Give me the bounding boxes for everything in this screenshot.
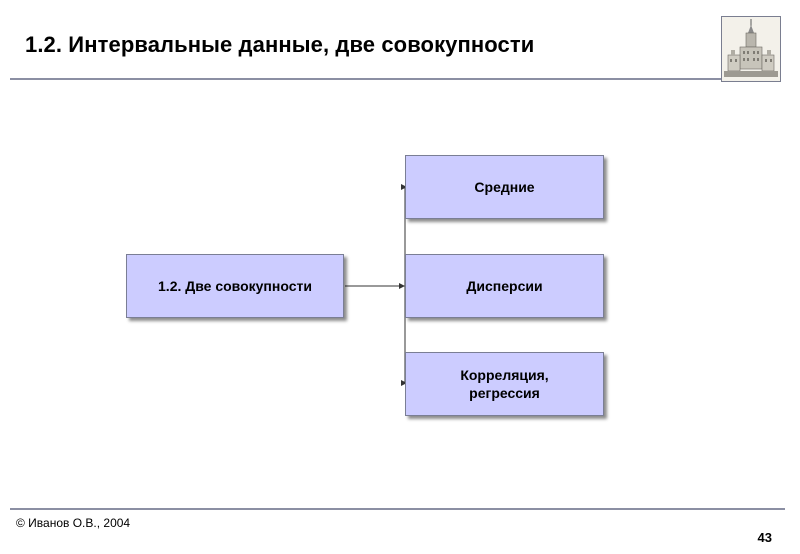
page-number: 43	[757, 530, 772, 545]
child-node-label: Средние	[474, 179, 535, 195]
child-node-means: Средние	[405, 155, 604, 219]
root-node: 1.2. Две совокупности	[126, 254, 344, 318]
university-building-logo-icon	[721, 16, 781, 82]
child-node-label: Корреляция, регрессия	[460, 367, 549, 401]
copyright-text: © Иванов О.В., 2004	[16, 516, 131, 530]
root-node-label: 1.2. Две совокупности	[158, 278, 312, 294]
title-divider	[10, 78, 722, 80]
slide-title: 1.2. Интервальные данные, две совокупнос…	[25, 32, 535, 57]
child-node-correlation: Корреляция, регрессия	[405, 352, 604, 416]
child-node-dispersions: Дисперсии	[405, 254, 604, 318]
child-node-label: Дисперсии	[466, 278, 543, 294]
footer-divider	[10, 508, 785, 510]
